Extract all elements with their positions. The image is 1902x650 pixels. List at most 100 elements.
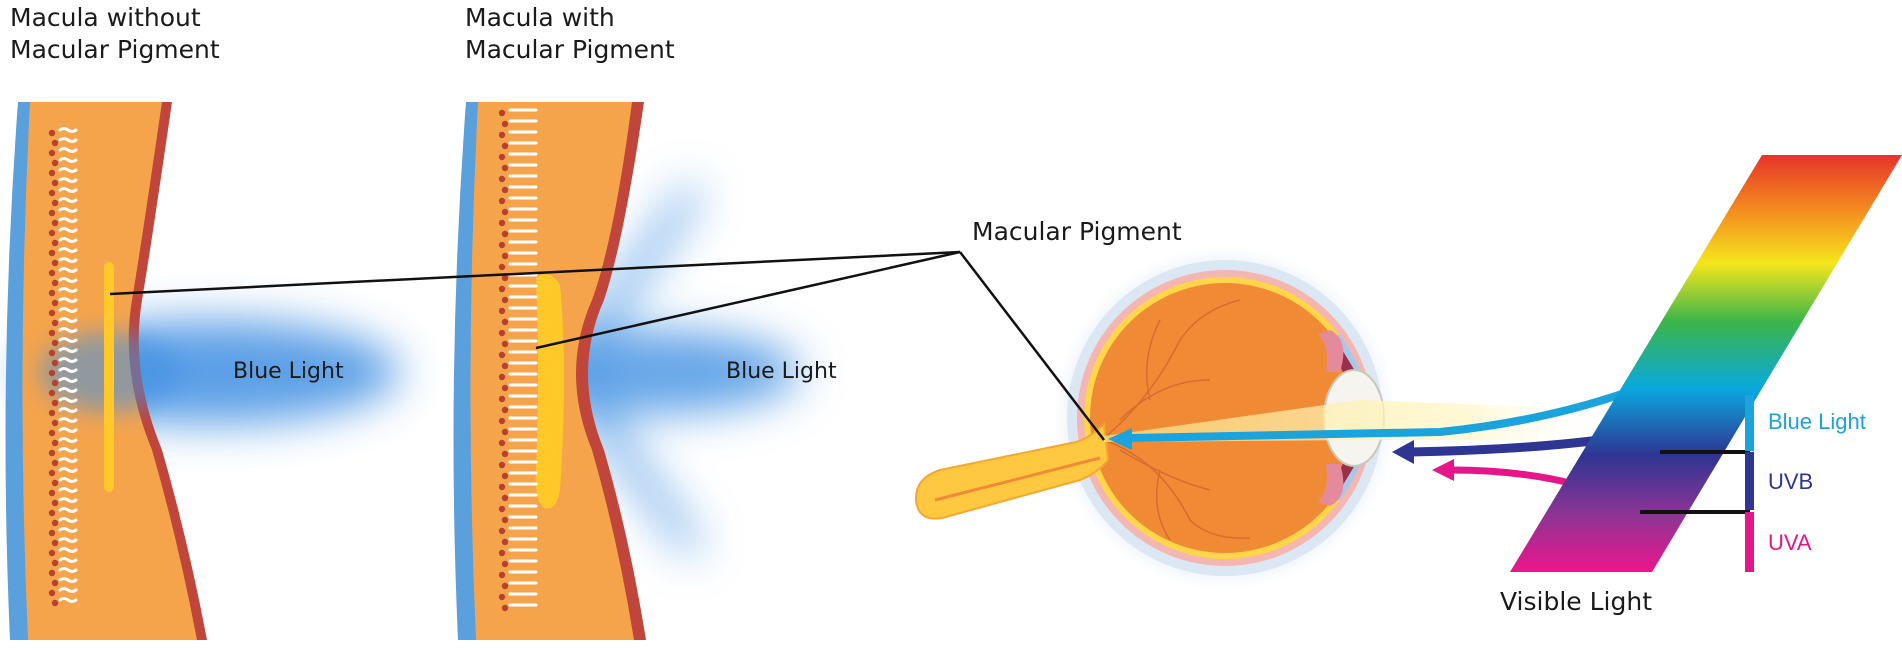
- receptor-nucleus: [49, 410, 55, 416]
- receptor-nucleus: [499, 286, 505, 292]
- receptor-nucleus: [502, 561, 508, 567]
- receptor-nucleus: [52, 500, 58, 506]
- receptor-nucleus: [502, 495, 508, 501]
- receptor-nucleus: [52, 300, 58, 306]
- receptor-nucleus: [49, 130, 55, 136]
- uva-ray: [1450, 470, 1574, 484]
- receptor-nucleus: [499, 198, 505, 204]
- receptor-nucleus: [52, 180, 58, 186]
- receptor-nucleus: [502, 341, 508, 347]
- receptor-nucleus: [49, 470, 55, 476]
- receptor-nucleus: [52, 380, 58, 386]
- spectrum-band: [1510, 155, 1902, 572]
- panel-title-with: Macula with Macular Pigment: [465, 2, 675, 66]
- receptor-nucleus: [502, 429, 508, 435]
- receptor-nucleus: [52, 580, 58, 586]
- receptor-nucleus: [502, 187, 508, 193]
- title-line-2: Macular Pigment: [10, 34, 220, 66]
- title-line-2: Macular Pigment: [465, 34, 675, 66]
- receptor-nucleus: [52, 140, 58, 146]
- receptor-nucleus: [52, 420, 58, 426]
- receptor-nucleus: [499, 506, 505, 512]
- receptor-nucleus: [49, 570, 55, 576]
- receptor-nucleus: [49, 490, 55, 496]
- receptor-nucleus: [502, 539, 508, 545]
- receptor-nucleus: [52, 200, 58, 206]
- macula-strip: [104, 262, 114, 492]
- receptor-nucleus: [52, 220, 58, 226]
- receptor-nucleus: [49, 450, 55, 456]
- legend-bar-uvb: [1745, 452, 1754, 510]
- receptor-nucleus: [499, 264, 505, 270]
- receptor-nucleus: [52, 540, 58, 546]
- receptor-nucleus: [502, 297, 508, 303]
- receptor-nucleus: [52, 600, 58, 606]
- receptor-nucleus: [499, 220, 505, 226]
- uvb-ray: [1410, 440, 1600, 452]
- receptor-nucleus: [52, 340, 58, 346]
- blue-light-label-with: Blue Light: [726, 358, 837, 386]
- receptor-nucleus: [49, 430, 55, 436]
- receptor-nucleus: [499, 484, 505, 490]
- receptor-nucleus: [499, 550, 505, 556]
- receptor-nucleus: [499, 594, 505, 600]
- receptor-nucleus: [49, 250, 55, 256]
- receptor-nucleus: [49, 310, 55, 316]
- receptor-nucleus: [502, 385, 508, 391]
- receptor-nucleus: [49, 590, 55, 596]
- receptor-nucleus: [499, 352, 505, 358]
- receptor-nucleus: [49, 170, 55, 176]
- receptor-nucleus: [502, 451, 508, 457]
- receptor-nucleus: [49, 150, 55, 156]
- legend-label-uvb: UVB: [1768, 469, 1813, 495]
- title-line-1: Macula without: [10, 2, 220, 34]
- receptor-nucleus: [52, 160, 58, 166]
- receptor-nucleus: [499, 572, 505, 578]
- receptor-nucleus: [49, 550, 55, 556]
- receptor-nucleus: [499, 396, 505, 402]
- receptor-nucleus: [502, 231, 508, 237]
- receptor-nucleus: [502, 143, 508, 149]
- receptor-nucleus: [502, 165, 508, 171]
- receptor-nucleus: [502, 319, 508, 325]
- receptor-nucleus: [52, 260, 58, 266]
- receptor-nucleus: [499, 418, 505, 424]
- receptor-nucleus: [52, 560, 58, 566]
- receptor-nucleus: [49, 270, 55, 276]
- receptor-nucleus: [502, 209, 508, 215]
- receptor-nucleus: [499, 440, 505, 446]
- blue-light-label-without: Blue Light: [233, 358, 344, 386]
- receptor-nucleus: [49, 390, 55, 396]
- receptor-nucleus: [499, 110, 505, 116]
- receptor-nucleus: [49, 530, 55, 536]
- panel-title-without: Macula without Macular Pigment: [10, 2, 220, 66]
- receptor-nucleus: [499, 176, 505, 182]
- receptor-nucleus: [49, 230, 55, 236]
- visible-light-label: Visible Light: [1500, 586, 1652, 618]
- receptor-nucleus: [502, 473, 508, 479]
- receptor-nucleus: [52, 240, 58, 246]
- receptor-nucleus: [499, 132, 505, 138]
- macular-pigment: [536, 274, 564, 508]
- receptor-nucleus: [49, 330, 55, 336]
- receptor-nucleus: [49, 350, 55, 356]
- receptor-nucleus: [502, 517, 508, 523]
- receptor-nucleus: [499, 242, 505, 248]
- receptor-nucleus: [52, 460, 58, 466]
- legend-bar-blue: [1745, 395, 1754, 451]
- legend-bar-uva: [1745, 512, 1754, 572]
- receptor-nucleus: [499, 308, 505, 314]
- receptor-nucleus: [49, 210, 55, 216]
- legend-label-blue-light: Blue Light: [1768, 409, 1866, 435]
- receptor-nucleus: [49, 510, 55, 516]
- receptor-nucleus: [499, 154, 505, 160]
- receptor-nucleus: [499, 528, 505, 534]
- receptor-nucleus: [52, 360, 58, 366]
- uva-arrowhead: [1432, 459, 1454, 481]
- receptor-nucleus: [52, 400, 58, 406]
- receptor-nucleus: [502, 121, 508, 127]
- receptor-nucleus: [52, 280, 58, 286]
- receptor-nucleus: [502, 407, 508, 413]
